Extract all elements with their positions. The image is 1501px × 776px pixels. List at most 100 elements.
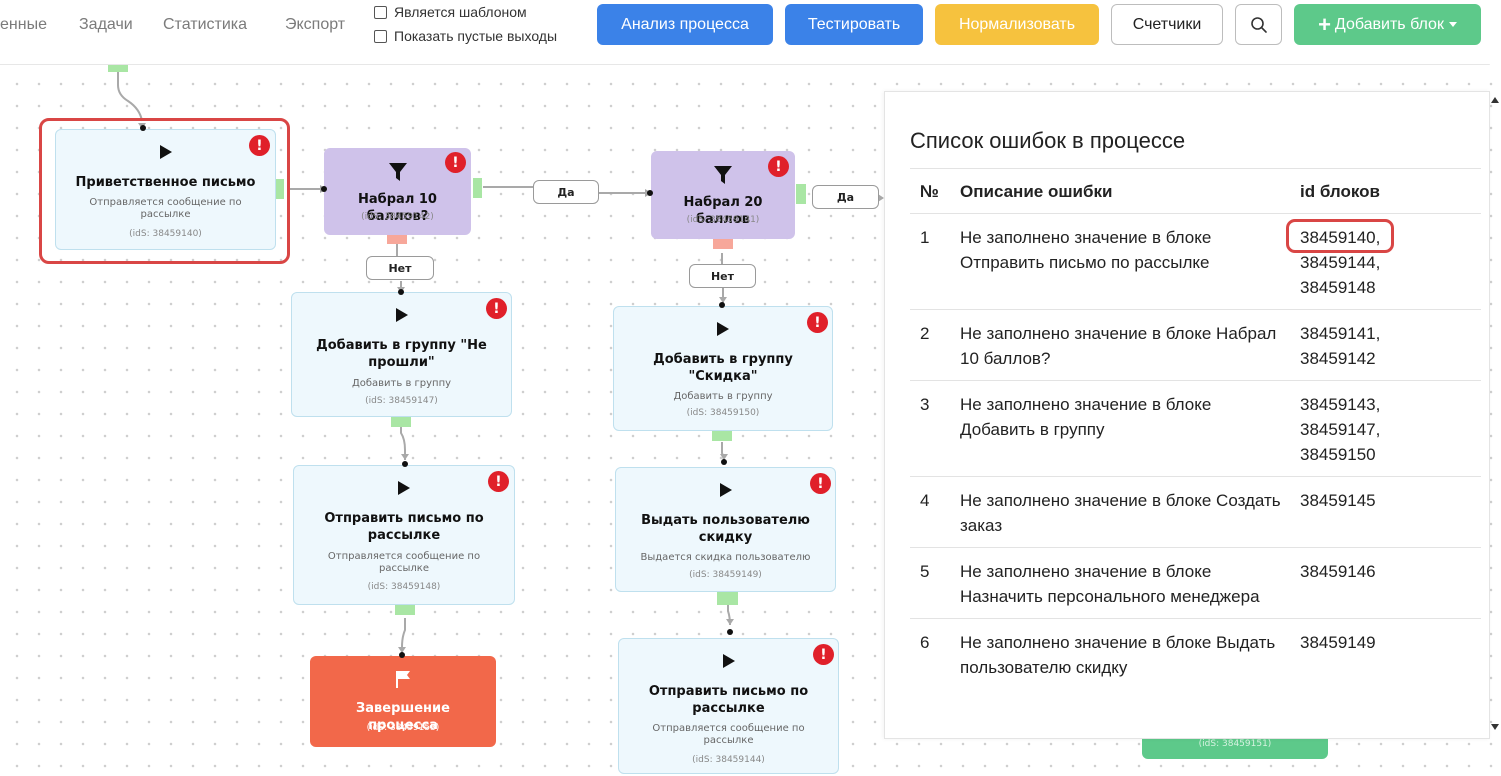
error-alert-icon[interactable]: !	[488, 471, 509, 492]
block-title: Добавить в группу "Не прошли"	[316, 338, 487, 370]
error-list-panel: Список ошибок в процессе № Описание ошиб…	[884, 91, 1490, 739]
block-process-end[interactable]: Завершение процесса (idS: 38459153)	[310, 656, 496, 747]
col-header-description: Описание ошибки	[960, 182, 1113, 201]
empty-outputs-checkbox[interactable]: Показать пустые выходы	[374, 28, 557, 44]
block-id-link[interactable]: 38459146	[1300, 562, 1376, 581]
block-id-link[interactable]: 38459140,	[1300, 228, 1381, 247]
scroll-down-arrow-icon[interactable]	[1491, 724, 1499, 730]
entry-port[interactable]	[108, 65, 128, 72]
table-row: 3 Не заполнено значение в блоке Добавить…	[910, 381, 1481, 477]
input-connector[interactable]	[140, 125, 146, 131]
table-row: 6 Не заполнено значение в блоке Выдать п…	[910, 619, 1481, 690]
nav-item-export[interactable]: Экспорт	[285, 16, 346, 33]
block-ids: (idS: 38459142)	[361, 212, 434, 222]
input-connector[interactable]	[398, 289, 404, 295]
block-id-link[interactable]: 38459145	[1300, 491, 1376, 510]
add-block-label: Добавить блок	[1334, 15, 1444, 33]
nav-item-statistics[interactable]: Статистика	[163, 16, 248, 33]
highlight-frame	[1286, 219, 1394, 253]
block-add-group-failed[interactable]: Добавить в группу "Не прошли" Добавить в…	[291, 292, 512, 417]
block-description: Выдается скидка пользователю	[640, 552, 811, 563]
block-welcome-letter[interactable]: Приветственное письмо Отправляется сообщ…	[55, 129, 276, 250]
play-icon	[294, 480, 514, 498]
row-number: 5	[920, 562, 930, 581]
filter-icon	[651, 165, 795, 184]
edge-label-no: Нет	[366, 256, 434, 280]
filter-icon	[324, 162, 471, 181]
block-title: Добавить в группу "Скидка"	[653, 352, 793, 384]
block-id-link[interactable]: 38459141,	[1300, 324, 1381, 343]
block-id-link[interactable]: 38459142	[1300, 349, 1376, 368]
counters-button[interactable]: Счетчики	[1111, 4, 1223, 45]
no-output-port[interactable]	[713, 239, 733, 249]
row-number: 6	[920, 633, 930, 652]
edge-label-yes: Да	[812, 185, 879, 209]
block-title: Завершение процесса	[356, 701, 450, 733]
block-title: Приветственное письмо	[75, 175, 256, 190]
search-button[interactable]	[1235, 4, 1282, 45]
nav-item-tasks[interactable]: Задачи	[79, 16, 133, 33]
table-row: 4 Не заполнено значение в блоке Создать …	[910, 477, 1481, 548]
error-alert-icon[interactable]: !	[486, 298, 507, 319]
output-port[interactable]	[395, 605, 415, 615]
yes-output-port[interactable]	[796, 184, 806, 204]
play-icon	[614, 321, 832, 339]
block-title: Отправить письмо по рассылке	[324, 511, 484, 543]
add-block-button[interactable]: + Добавить блок	[1294, 4, 1481, 45]
block-id-link[interactable]: 38459143,	[1300, 395, 1381, 414]
scroll-up-arrow-icon[interactable]	[1491, 97, 1499, 103]
yes-output-port[interactable]	[473, 178, 482, 198]
input-connector[interactable]	[721, 459, 727, 465]
block-id-link[interactable]: 38459149	[1300, 633, 1376, 652]
block-id-link[interactable]: 38459148	[1300, 278, 1376, 297]
output-port[interactable]	[717, 592, 738, 605]
block-send-newsletter-right[interactable]: Отправить письмо по рассылке Отправляетс…	[618, 638, 839, 774]
block-title: Отправить письмо по рассылке	[648, 684, 809, 716]
block-id-link[interactable]: 38459144,	[1300, 253, 1381, 272]
output-port[interactable]	[391, 417, 411, 427]
error-alert-icon[interactable]: !	[810, 473, 831, 494]
input-connector[interactable]	[402, 461, 408, 467]
error-alert-icon[interactable]: !	[807, 312, 828, 333]
template-checkbox[interactable]: Является шаблоном	[374, 4, 527, 20]
block-give-discount[interactable]: Выдать пользователю скидку Выдается скид…	[615, 467, 836, 592]
template-checkbox-box[interactable]	[374, 5, 387, 19]
block-filter-10-points[interactable]: Набрал 10 баллов? (idS: 38459142)	[324, 148, 471, 235]
search-icon	[1250, 16, 1267, 33]
block-send-newsletter-left[interactable]: Отправить письмо по рассылке Отправляетс…	[293, 465, 515, 605]
normalize-button[interactable]: Нормализовать	[935, 4, 1099, 45]
row-description: Не заполнено значение в блоке Отправить …	[960, 228, 1212, 272]
input-connector[interactable]	[647, 190, 653, 196]
test-button[interactable]: Тестировать	[785, 4, 923, 45]
block-description: Отправляется сообщение по рассылке	[652, 723, 805, 746]
nav-item-saved[interactable]: енные	[0, 16, 47, 33]
input-connector[interactable]	[321, 186, 327, 192]
input-connector[interactable]	[719, 302, 725, 308]
error-alert-icon[interactable]: !	[445, 152, 466, 173]
output-port[interactable]	[276, 179, 284, 199]
error-alert-icon[interactable]: !	[813, 644, 834, 665]
output-port[interactable]	[712, 431, 732, 441]
error-alert-icon[interactable]: !	[768, 156, 789, 177]
edge-label-yes: Да	[533, 180, 599, 204]
block-id-link[interactable]: 38459150	[1300, 445, 1376, 464]
error-alert-icon[interactable]: !	[249, 135, 270, 156]
block-ids: (idS: 38459150)	[686, 408, 760, 418]
row-number: 3	[920, 395, 930, 414]
flag-icon	[310, 670, 496, 688]
play-icon	[292, 307, 511, 325]
no-output-port[interactable]	[387, 235, 407, 244]
row-description: Не заполнено значение в блоке Набрал 10 …	[960, 324, 1277, 368]
input-connector[interactable]	[727, 629, 733, 635]
row-description: Не заполнено значение в блоке Выдать пол…	[960, 633, 1276, 677]
analyze-process-button[interactable]: Анализ процесса	[597, 4, 773, 45]
error-table: № Описание ошибки id блоков 1 Не заполне…	[910, 168, 1481, 690]
play-icon	[616, 482, 835, 500]
table-header: № Описание ошибки id блоков	[910, 168, 1481, 214]
empty-outputs-checkbox-box[interactable]	[374, 29, 387, 43]
panel-title: Список ошибок в процессе	[910, 128, 1186, 153]
block-add-group-discount[interactable]: Добавить в группу "Скидка" Добавить в гр…	[613, 306, 833, 431]
row-description: Не заполнено значение в блоке Создать за…	[960, 491, 1281, 535]
input-connector[interactable]	[399, 652, 405, 658]
block-id-link[interactable]: 38459147,	[1300, 420, 1381, 439]
